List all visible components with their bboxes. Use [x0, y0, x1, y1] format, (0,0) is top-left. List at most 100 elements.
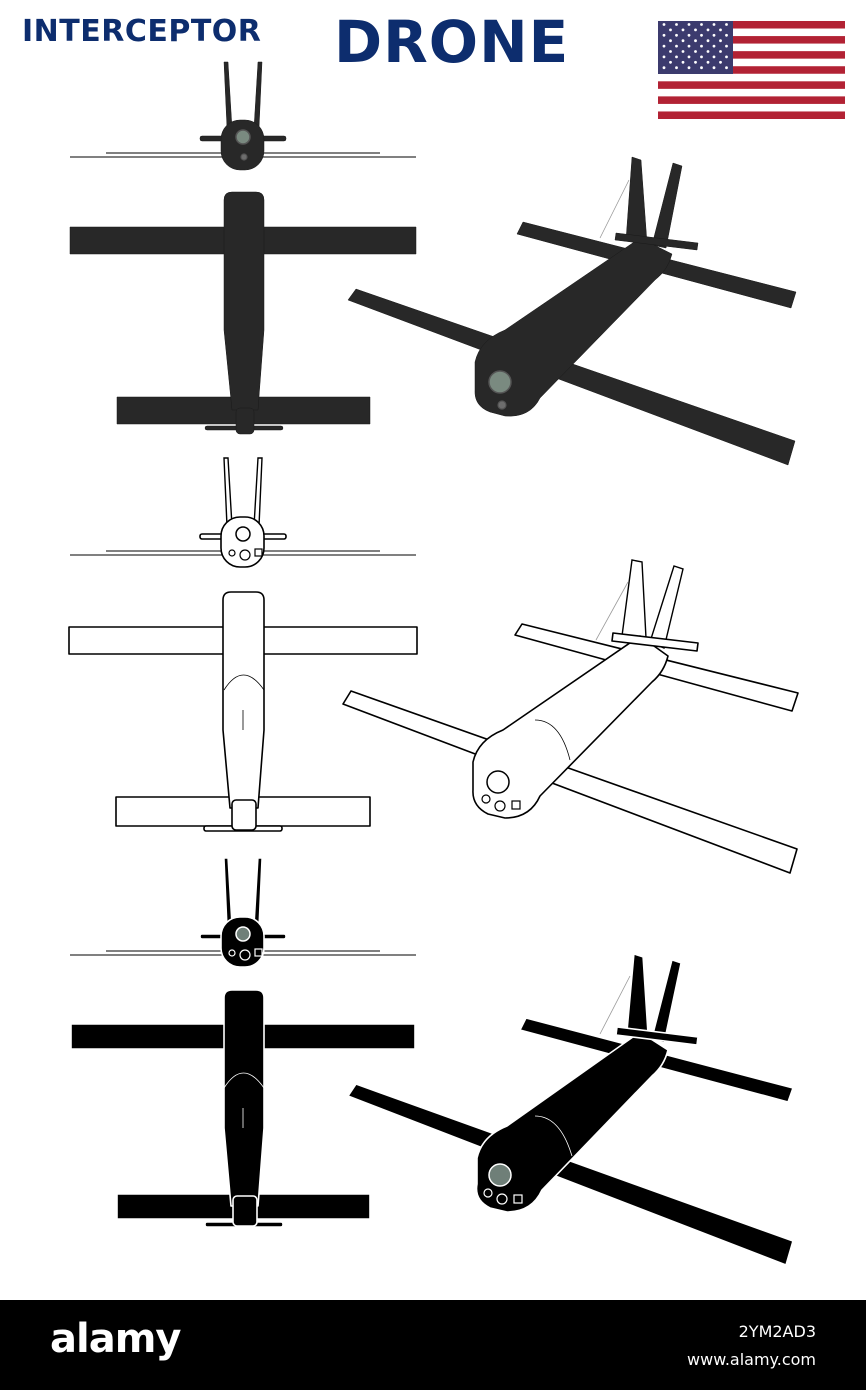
title-interceptor: INTERCEPTOR — [22, 14, 262, 49]
flag-star — [675, 55, 678, 59]
sensor-port — [254, 948, 263, 957]
panel-line — [534, 1115, 573, 1157]
flag-star — [681, 60, 685, 64]
drone-part — [475, 1031, 669, 1213]
drone-view-set-outline — [68, 457, 799, 874]
flag-star — [725, 55, 728, 59]
sensor-port — [481, 794, 491, 804]
front-view-dark — [70, 61, 416, 171]
flag-star — [706, 60, 710, 64]
drone-part — [611, 632, 699, 652]
flag-star — [700, 44, 703, 48]
sensor-port — [228, 949, 236, 957]
front-view-outline — [70, 457, 416, 568]
flag-star — [675, 66, 678, 70]
sensor-port — [511, 800, 521, 810]
drone-fin — [651, 959, 682, 1044]
sensor-port — [254, 548, 263, 557]
sensor-port — [494, 800, 506, 812]
panel-line — [223, 1072, 265, 1089]
flag-stripe — [658, 66, 845, 74]
front-view-silhouette — [70, 857, 416, 968]
footer-image-id: 2YM2AD3 — [738, 1322, 816, 1341]
title-drone: DRONE — [334, 8, 570, 76]
sensor-port — [497, 400, 507, 410]
drone-fin — [651, 162, 683, 249]
flag-star — [700, 33, 703, 37]
flag-star — [669, 50, 672, 53]
flag-star — [719, 50, 722, 53]
flag-stripe — [658, 96, 845, 105]
flag-star — [706, 28, 710, 32]
flag-stripe — [658, 111, 845, 119]
flag-star — [675, 23, 678, 26]
drone-part — [223, 989, 265, 1207]
antenna-line — [595, 581, 629, 641]
flag-star — [719, 60, 722, 64]
perspective-view-dark — [347, 156, 797, 466]
flag-star — [681, 39, 685, 43]
camera-lens — [488, 1163, 512, 1187]
flag-stripe — [658, 28, 845, 37]
drone-fin — [649, 565, 684, 649]
flag-star — [662, 55, 666, 59]
flag-star — [694, 28, 697, 32]
flag-star — [706, 39, 710, 43]
flag-stripe — [658, 43, 845, 52]
drone-part — [342, 690, 798, 874]
footer-bar: alamy 2YM2AD3 www.alamy.com — [0, 1300, 866, 1390]
flag-star — [687, 66, 691, 70]
flag-stripes — [658, 21, 845, 119]
flag-star — [681, 28, 685, 32]
flag-star — [675, 44, 678, 48]
flag-star — [687, 44, 691, 48]
drone-fin — [621, 559, 647, 639]
flag-stripe — [658, 73, 845, 82]
flag-star — [681, 50, 685, 53]
drone-fin — [625, 156, 648, 244]
flag-star — [687, 55, 691, 59]
flag-star — [694, 50, 697, 53]
sensor-port — [513, 1194, 523, 1204]
footer-logo: alamy — [50, 1316, 181, 1362]
drone-part — [347, 1083, 794, 1266]
flag-star — [712, 55, 716, 59]
sensor-port — [228, 549, 236, 557]
drone-view-set-dark — [69, 61, 797, 466]
flag-star — [669, 60, 672, 64]
flag-stripe — [658, 21, 845, 29]
flag-star — [725, 33, 728, 37]
flag-star — [712, 33, 716, 37]
perspective-view-silhouette — [347, 953, 794, 1266]
drone-fin — [253, 61, 263, 129]
flag-stripe — [658, 103, 845, 112]
drone-view-set-silhouette — [70, 857, 794, 1266]
flag-star — [694, 60, 697, 64]
top-view-outline — [68, 591, 418, 832]
flag-stripe — [658, 81, 845, 90]
drone-part — [220, 119, 265, 171]
footer-url: www.alamy.com — [687, 1350, 816, 1369]
camera-lens — [235, 129, 251, 145]
antenna-line — [599, 179, 630, 239]
flag-star — [725, 23, 728, 26]
us-flag-icon — [658, 21, 845, 119]
perspective-view-outline — [342, 559, 799, 874]
drone-part — [472, 635, 669, 819]
flag-star — [719, 39, 722, 43]
antenna-line — [599, 975, 631, 1035]
flag-star — [669, 28, 672, 32]
drone-illustrations — [68, 61, 799, 1266]
flag-star — [669, 39, 672, 43]
panel-line — [534, 719, 571, 761]
drone-fin — [223, 457, 233, 527]
drone-part — [614, 232, 699, 251]
flag-star — [712, 44, 716, 48]
flag-star — [662, 23, 666, 26]
flag-star — [719, 28, 722, 32]
drone-fin — [626, 953, 649, 1036]
sensor-port — [239, 549, 251, 561]
flag-star — [700, 55, 703, 59]
drone-part — [474, 237, 673, 417]
